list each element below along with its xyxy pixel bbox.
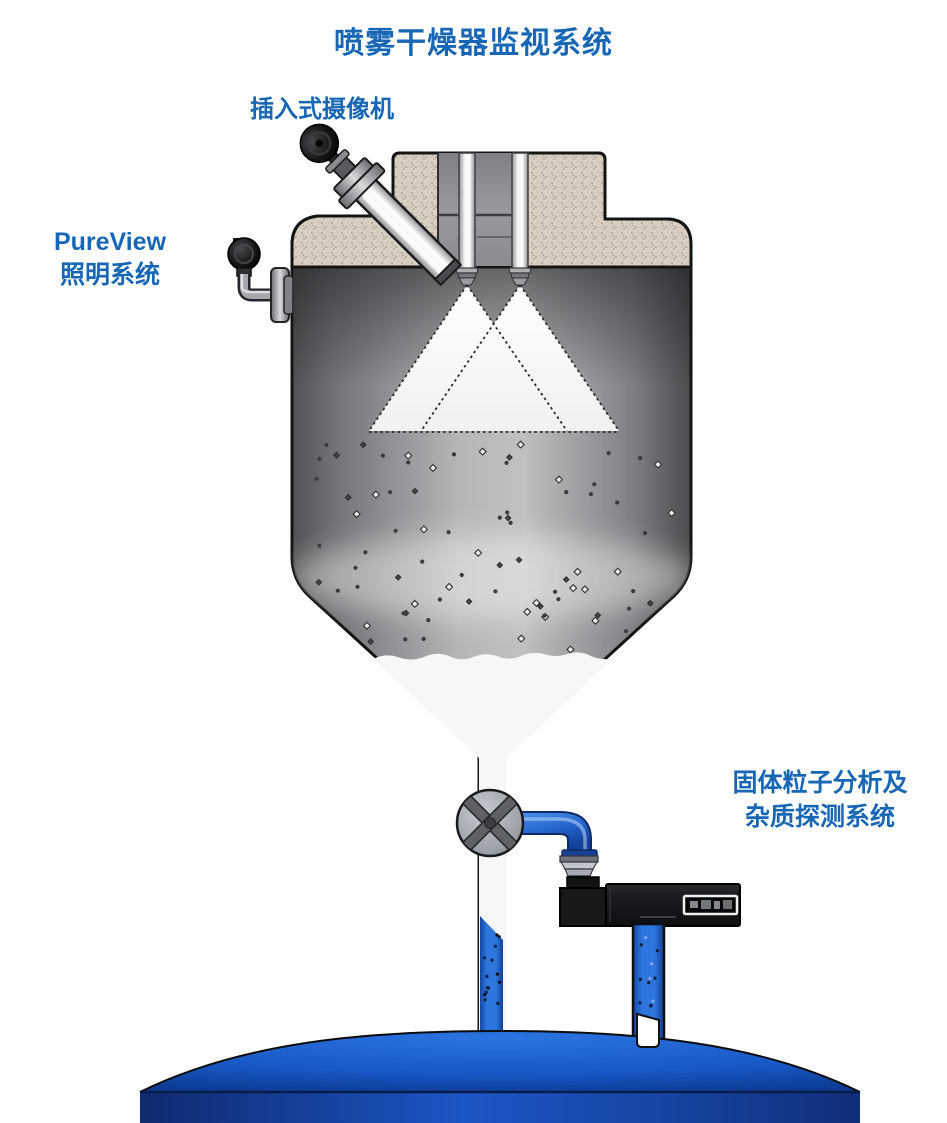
lighting-label: PureView 照明系统 [28,226,192,292]
analyzer-label: 固体粒子分析及 杂质探测系统 [698,766,942,834]
spray-cone-right [421,285,619,431]
nozzle-tube-left [455,152,479,286]
discharge-pipe-product [480,916,503,1038]
analyzer-label-line1: 固体粒子分析及 [732,769,908,797]
lighting-assembly [227,237,294,323]
discharge-valve [455,788,525,858]
nozzle-tube-right [508,152,532,286]
page-title: 喷雾干燥器监视系统 [334,27,613,60]
analyzer-label-line2: 杂质探测系统 [744,803,895,831]
lighting-label-line1: PureView [53,228,167,256]
lighting-head [227,237,261,271]
sample-elbow-pipe [512,811,598,859]
particle-field [314,440,676,654]
storage-tank-dome [139,1029,861,1123]
vessel-sheen [292,535,691,619]
camera-label: 插入式摄像机 [250,96,394,123]
analyzer-badge [682,894,739,916]
camera-assembly [299,123,463,287]
lighting-label-line2: 照明系统 [59,261,160,289]
drop-pipe-sight-glass [636,1012,660,1048]
spray-cones [368,284,620,433]
